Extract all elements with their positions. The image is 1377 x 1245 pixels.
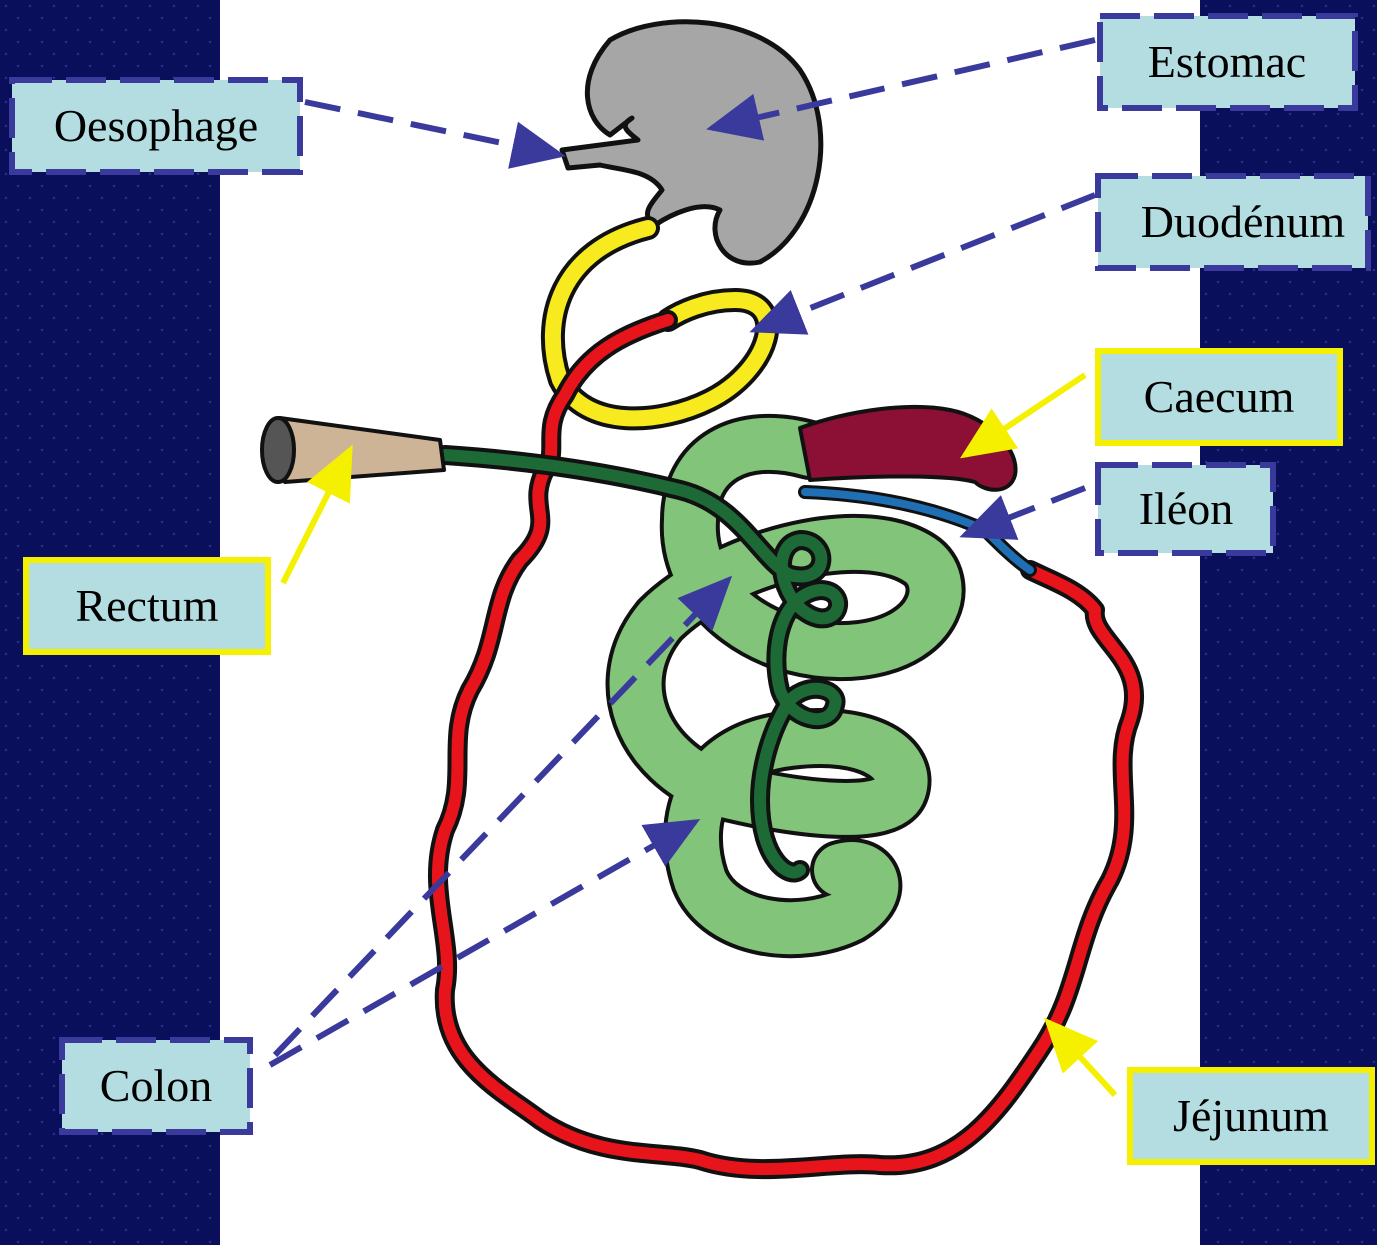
label-rectum: Rectum [26, 560, 268, 652]
label-oesophage: Oesophage [12, 80, 300, 172]
label-rectum-text: Rectum [75, 580, 218, 631]
label-jejunum: Jéjunum [1130, 1070, 1372, 1162]
label-estomac-text: Estomac [1148, 36, 1306, 87]
label-caecum: Caecum [1098, 351, 1340, 443]
label-ileon-text: Iléon [1139, 483, 1234, 534]
label-colon-text: Colon [100, 1060, 212, 1111]
label-oesophage-text: Oesophage [54, 100, 258, 151]
anus [262, 418, 294, 482]
label-duodenum-text: Duodénum [1141, 196, 1346, 247]
label-duodenum: Duodénum [1098, 176, 1368, 268]
label-caecum-text: Caecum [1144, 371, 1295, 422]
label-estomac: Estomac [1100, 16, 1355, 108]
label-colon: Colon [62, 1040, 250, 1132]
label-jejunum-text: Jéjunum [1173, 1090, 1329, 1141]
label-ileon: Iléon [1098, 465, 1273, 553]
